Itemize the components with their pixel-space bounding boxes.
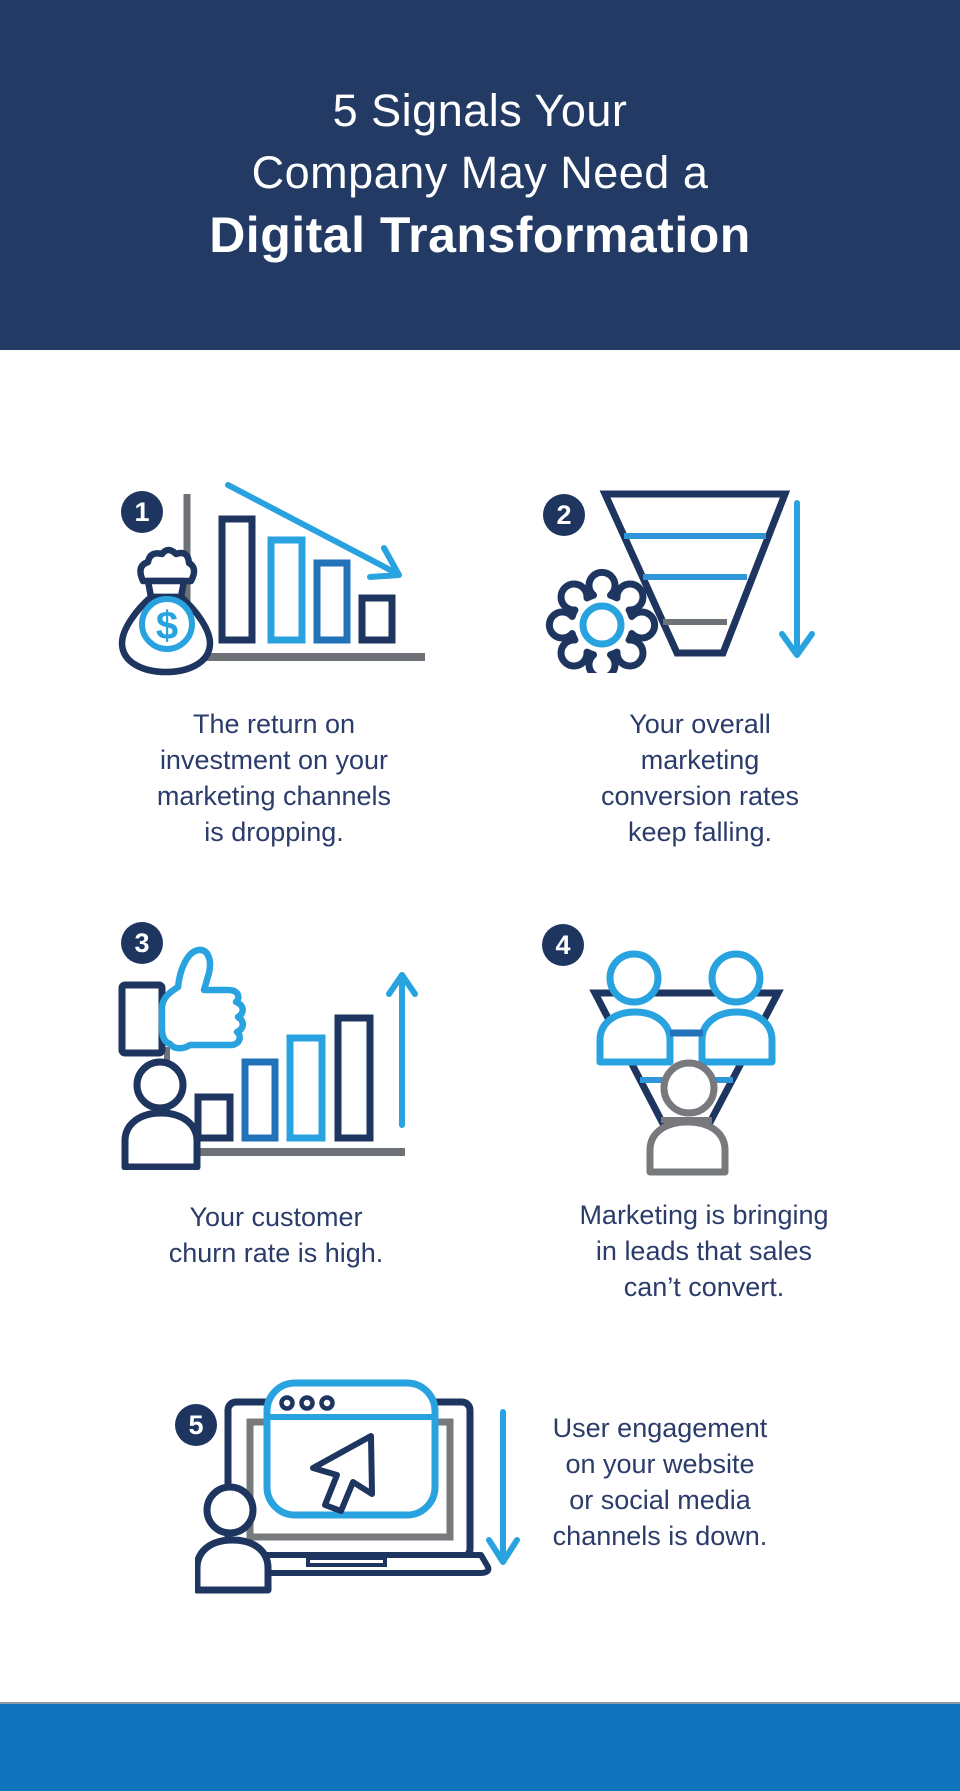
declining-arrow-icon <box>225 482 402 580</box>
up-arrow-icon <box>386 972 418 1128</box>
sign-card <box>118 981 166 1057</box>
item-1-number-badge: 1 <box>121 491 163 533</box>
person-icon <box>121 1058 201 1170</box>
item-5-caption: User engagement on your website or socia… <box>552 1413 768 1551</box>
converted-person-icon <box>646 1059 729 1176</box>
gear-center-circle <box>579 602 625 648</box>
title-line-1: 5 Signals Your <box>332 85 628 136</box>
footer-bar <box>0 1702 960 1791</box>
item-4-caption: Marketing is bringing in leads that sale… <box>579 1200 829 1302</box>
dollar-circle <box>139 596 195 652</box>
cursor-icon <box>310 1433 375 1514</box>
lead-person-right-icon <box>698 950 776 1066</box>
funnel-gear-down-arrow-icon <box>545 490 815 673</box>
infographic-header: 5 Signals Your Company May Need a Digita… <box>0 0 960 350</box>
person-icon <box>195 1483 272 1594</box>
laptop-notch <box>306 1556 387 1567</box>
item-2-caption: Your overall marketing conversion rates … <box>600 709 800 847</box>
dollar-sign: $ <box>156 604 178 648</box>
leads-funnel-people-icon <box>589 950 784 1176</box>
rising-bars <box>194 1014 374 1142</box>
thumbs-up-icon <box>158 946 246 1052</box>
down-arrow-icon <box>486 1409 520 1565</box>
title-line-3: Digital Transformation <box>209 207 751 263</box>
item-3-caption: Your customer churn rate is high. <box>168 1202 384 1268</box>
browser-dots <box>279 1395 335 1411</box>
item-5-number-badge: 5 <box>175 1404 217 1446</box>
money-bag-declining-chart-icon: $ <box>118 482 425 676</box>
title-line-2: Company May Need a <box>251 147 709 198</box>
item-4-number-badge: 4 <box>542 924 584 966</box>
item-2-number-badge: 2 <box>543 494 585 536</box>
thumbs-up-rising-chart-icon <box>118 946 418 1170</box>
item-1-caption: The return on investment on your marketi… <box>156 709 392 847</box>
declining-bars <box>218 515 396 644</box>
lead-person-left-icon <box>596 950 674 1066</box>
item-3-number-badge: 3 <box>121 922 163 964</box>
laptop-browser-cursor-icon <box>195 1379 520 1594</box>
down-arrow-icon <box>779 500 815 658</box>
